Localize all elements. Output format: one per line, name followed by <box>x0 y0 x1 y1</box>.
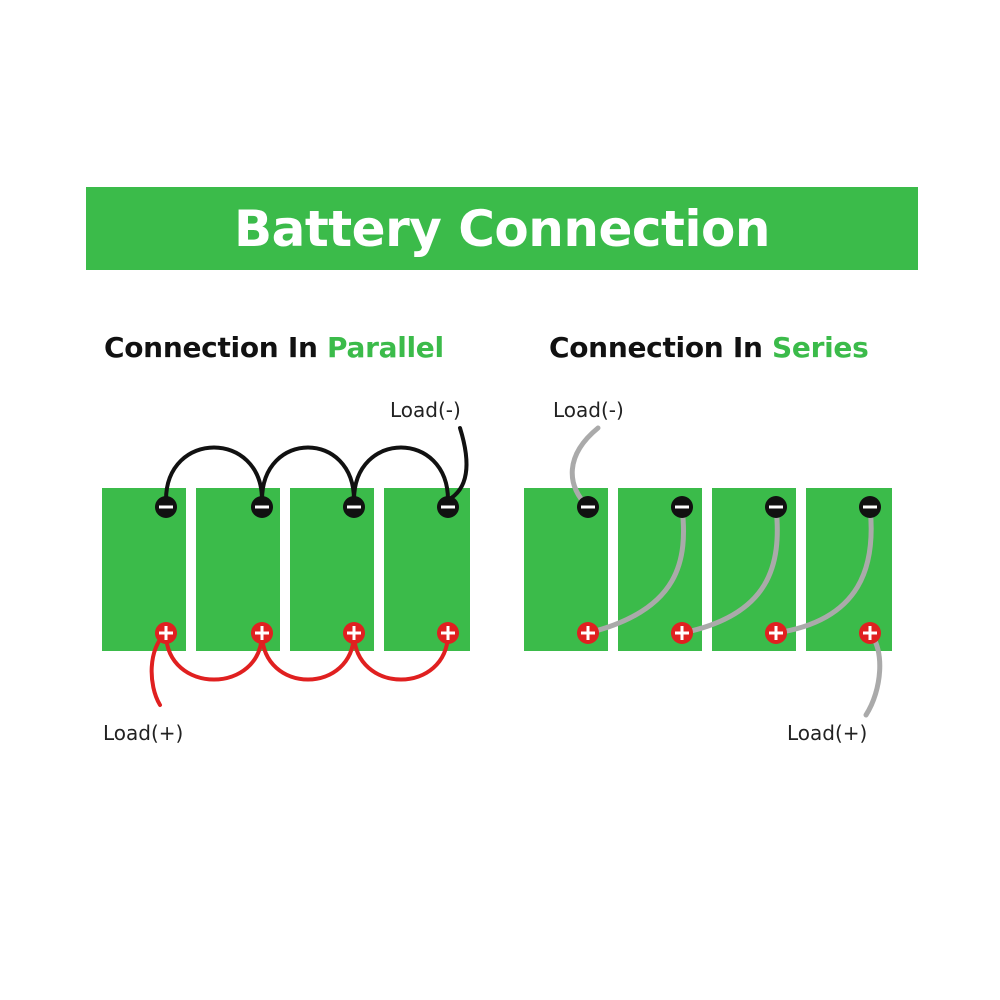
series-heading: Connection In Series <box>549 331 869 364</box>
positive-terminal-icon <box>765 622 787 644</box>
positive-terminal-icon <box>155 622 177 644</box>
parallel-load-negative-label: Load(-) <box>390 398 461 422</box>
parallel-diagram: Load(-) Load(+) <box>102 398 470 745</box>
series-diagram: Load(-) Load(+) <box>524 398 892 745</box>
negative-terminal-icon <box>577 496 599 518</box>
negative-terminal-icon <box>155 496 177 518</box>
positive-terminal-icon <box>671 622 693 644</box>
negative-terminal-icon <box>765 496 787 518</box>
parallel-positive-wire-2-3 <box>260 631 356 682</box>
series-wire-3-4 <box>773 504 874 636</box>
parallel-heading: Connection In Parallel <box>104 331 444 364</box>
series-load-negative-label: Load(-) <box>553 398 624 422</box>
series-negative-terminals <box>577 496 881 518</box>
page-title: Battery Connection <box>234 199 771 258</box>
positive-terminal-icon <box>251 622 273 644</box>
series-load-positive-label: Load(+) <box>787 721 867 745</box>
positive-terminal-icon <box>343 622 365 644</box>
parallel-load-positive-label: Load(+) <box>103 721 183 745</box>
series-heading-prefix: Connection In <box>549 331 773 364</box>
series-wire-2-3 <box>679 504 780 636</box>
parallel-negative-wires <box>164 426 469 502</box>
series-positive-terminals <box>577 622 881 644</box>
negative-terminal-icon <box>859 496 881 518</box>
parallel-negative-wire-1-2 <box>164 445 264 502</box>
series-wire-1-2 <box>585 504 686 636</box>
positive-terminal-icon <box>859 622 881 644</box>
parallel-negative-wire-2-3 <box>260 445 356 502</box>
positive-terminal-icon <box>577 622 599 644</box>
series-battery-4 <box>806 488 892 651</box>
parallel-heading-accent: Parallel <box>327 331 444 364</box>
parallel-battery-4 <box>384 488 470 651</box>
title-banner: Battery Connection <box>86 187 918 270</box>
parallel-negative-wire-3-4 <box>352 445 450 502</box>
negative-terminal-icon <box>343 496 365 518</box>
parallel-negative-terminals <box>155 496 459 518</box>
negative-terminal-icon <box>671 496 693 518</box>
negative-terminal-icon <box>251 496 273 518</box>
series-wires <box>569 425 883 718</box>
parallel-positive-wire-3-4 <box>352 631 450 682</box>
negative-terminal-icon <box>437 496 459 518</box>
parallel-heading-prefix: Connection In <box>104 331 328 364</box>
parallel-positive-terminals <box>155 622 459 644</box>
parallel-positive-wire-1-2 <box>164 631 264 682</box>
positive-terminal-icon <box>437 622 459 644</box>
series-heading-accent: Series <box>772 331 869 364</box>
parallel-load-negative-lead <box>446 426 469 502</box>
